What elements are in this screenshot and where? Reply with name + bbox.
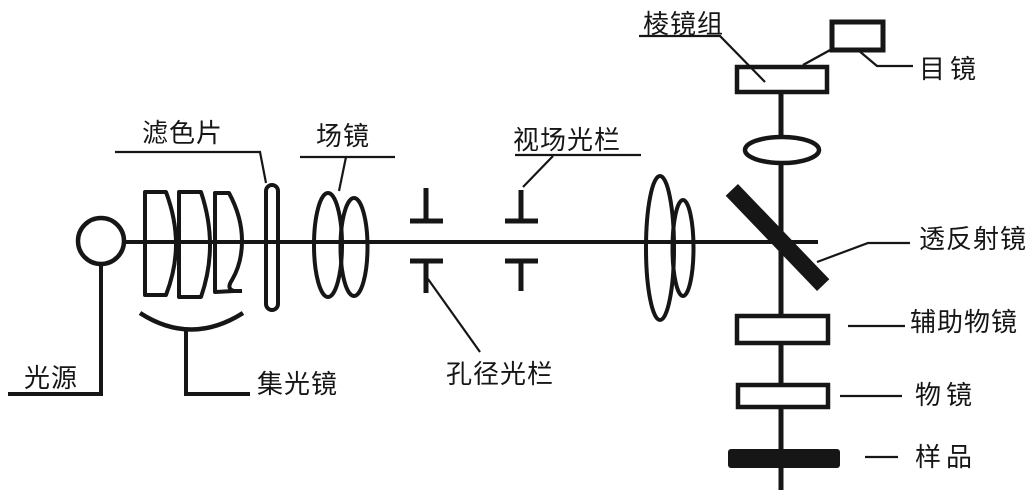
light-source-label: 光源 — [24, 364, 78, 393]
sample-slab — [728, 449, 840, 468]
auxiliary-objective-label: 辅助物镜 — [910, 308, 1018, 337]
objective-box — [735, 382, 831, 410]
condenser-leader-line — [184, 330, 250, 396]
eyepiece-label: 目镜 — [919, 55, 981, 84]
relay-lens-ellipse — [742, 134, 822, 166]
beam-splitter-label: 透反射镜 — [919, 225, 1027, 254]
condenser-lens-3 — [213, 191, 244, 294]
prism-to-eyepiece-line — [802, 47, 833, 67]
condenser-label: 集光镜 — [257, 370, 338, 399]
field-lens-label: 场镜 — [316, 122, 370, 151]
beam-splitter-plate — [725, 183, 830, 292]
tube-lens-ellipse-2 — [670, 198, 696, 298]
prism-group-box — [734, 64, 830, 95]
eyepiece-leader-line — [857, 49, 913, 68]
sample-label: 样品 — [915, 443, 977, 472]
prism-group-label: 棱镜组 — [643, 10, 724, 39]
objective-label: 物镜 — [915, 381, 977, 410]
tube-lens-ellipse-1 — [644, 174, 676, 322]
auxiliary-objective-box — [734, 313, 831, 346]
field-lens-leader-line — [337, 156, 348, 192]
aperture-stop-leader-line — [427, 278, 481, 353]
field-stop-label: 视场光栏 — [513, 126, 621, 155]
light-source-lead-line — [8, 263, 103, 396]
condenser-lens-1 — [143, 190, 178, 297]
collector-mirror-arc — [138, 311, 245, 332]
color-filter-label: 滤色片 — [142, 119, 223, 148]
field-lens-ellipse-1 — [312, 191, 344, 299]
condenser-lens-2 — [177, 190, 212, 299]
eyepiece-box — [829, 19, 886, 53]
light-source-bulb-icon — [75, 215, 127, 267]
color-filter-plate — [264, 183, 280, 312]
field-lens-ellipse-2 — [338, 196, 370, 298]
field-stop-leader-line — [522, 155, 554, 188]
beam-splitter-leader-line — [816, 241, 910, 264]
prism-group-leader-line — [639, 34, 766, 83]
color-filter-leader-line — [115, 150, 268, 184]
aperture-stop-label: 孔径光栏 — [446, 360, 554, 389]
